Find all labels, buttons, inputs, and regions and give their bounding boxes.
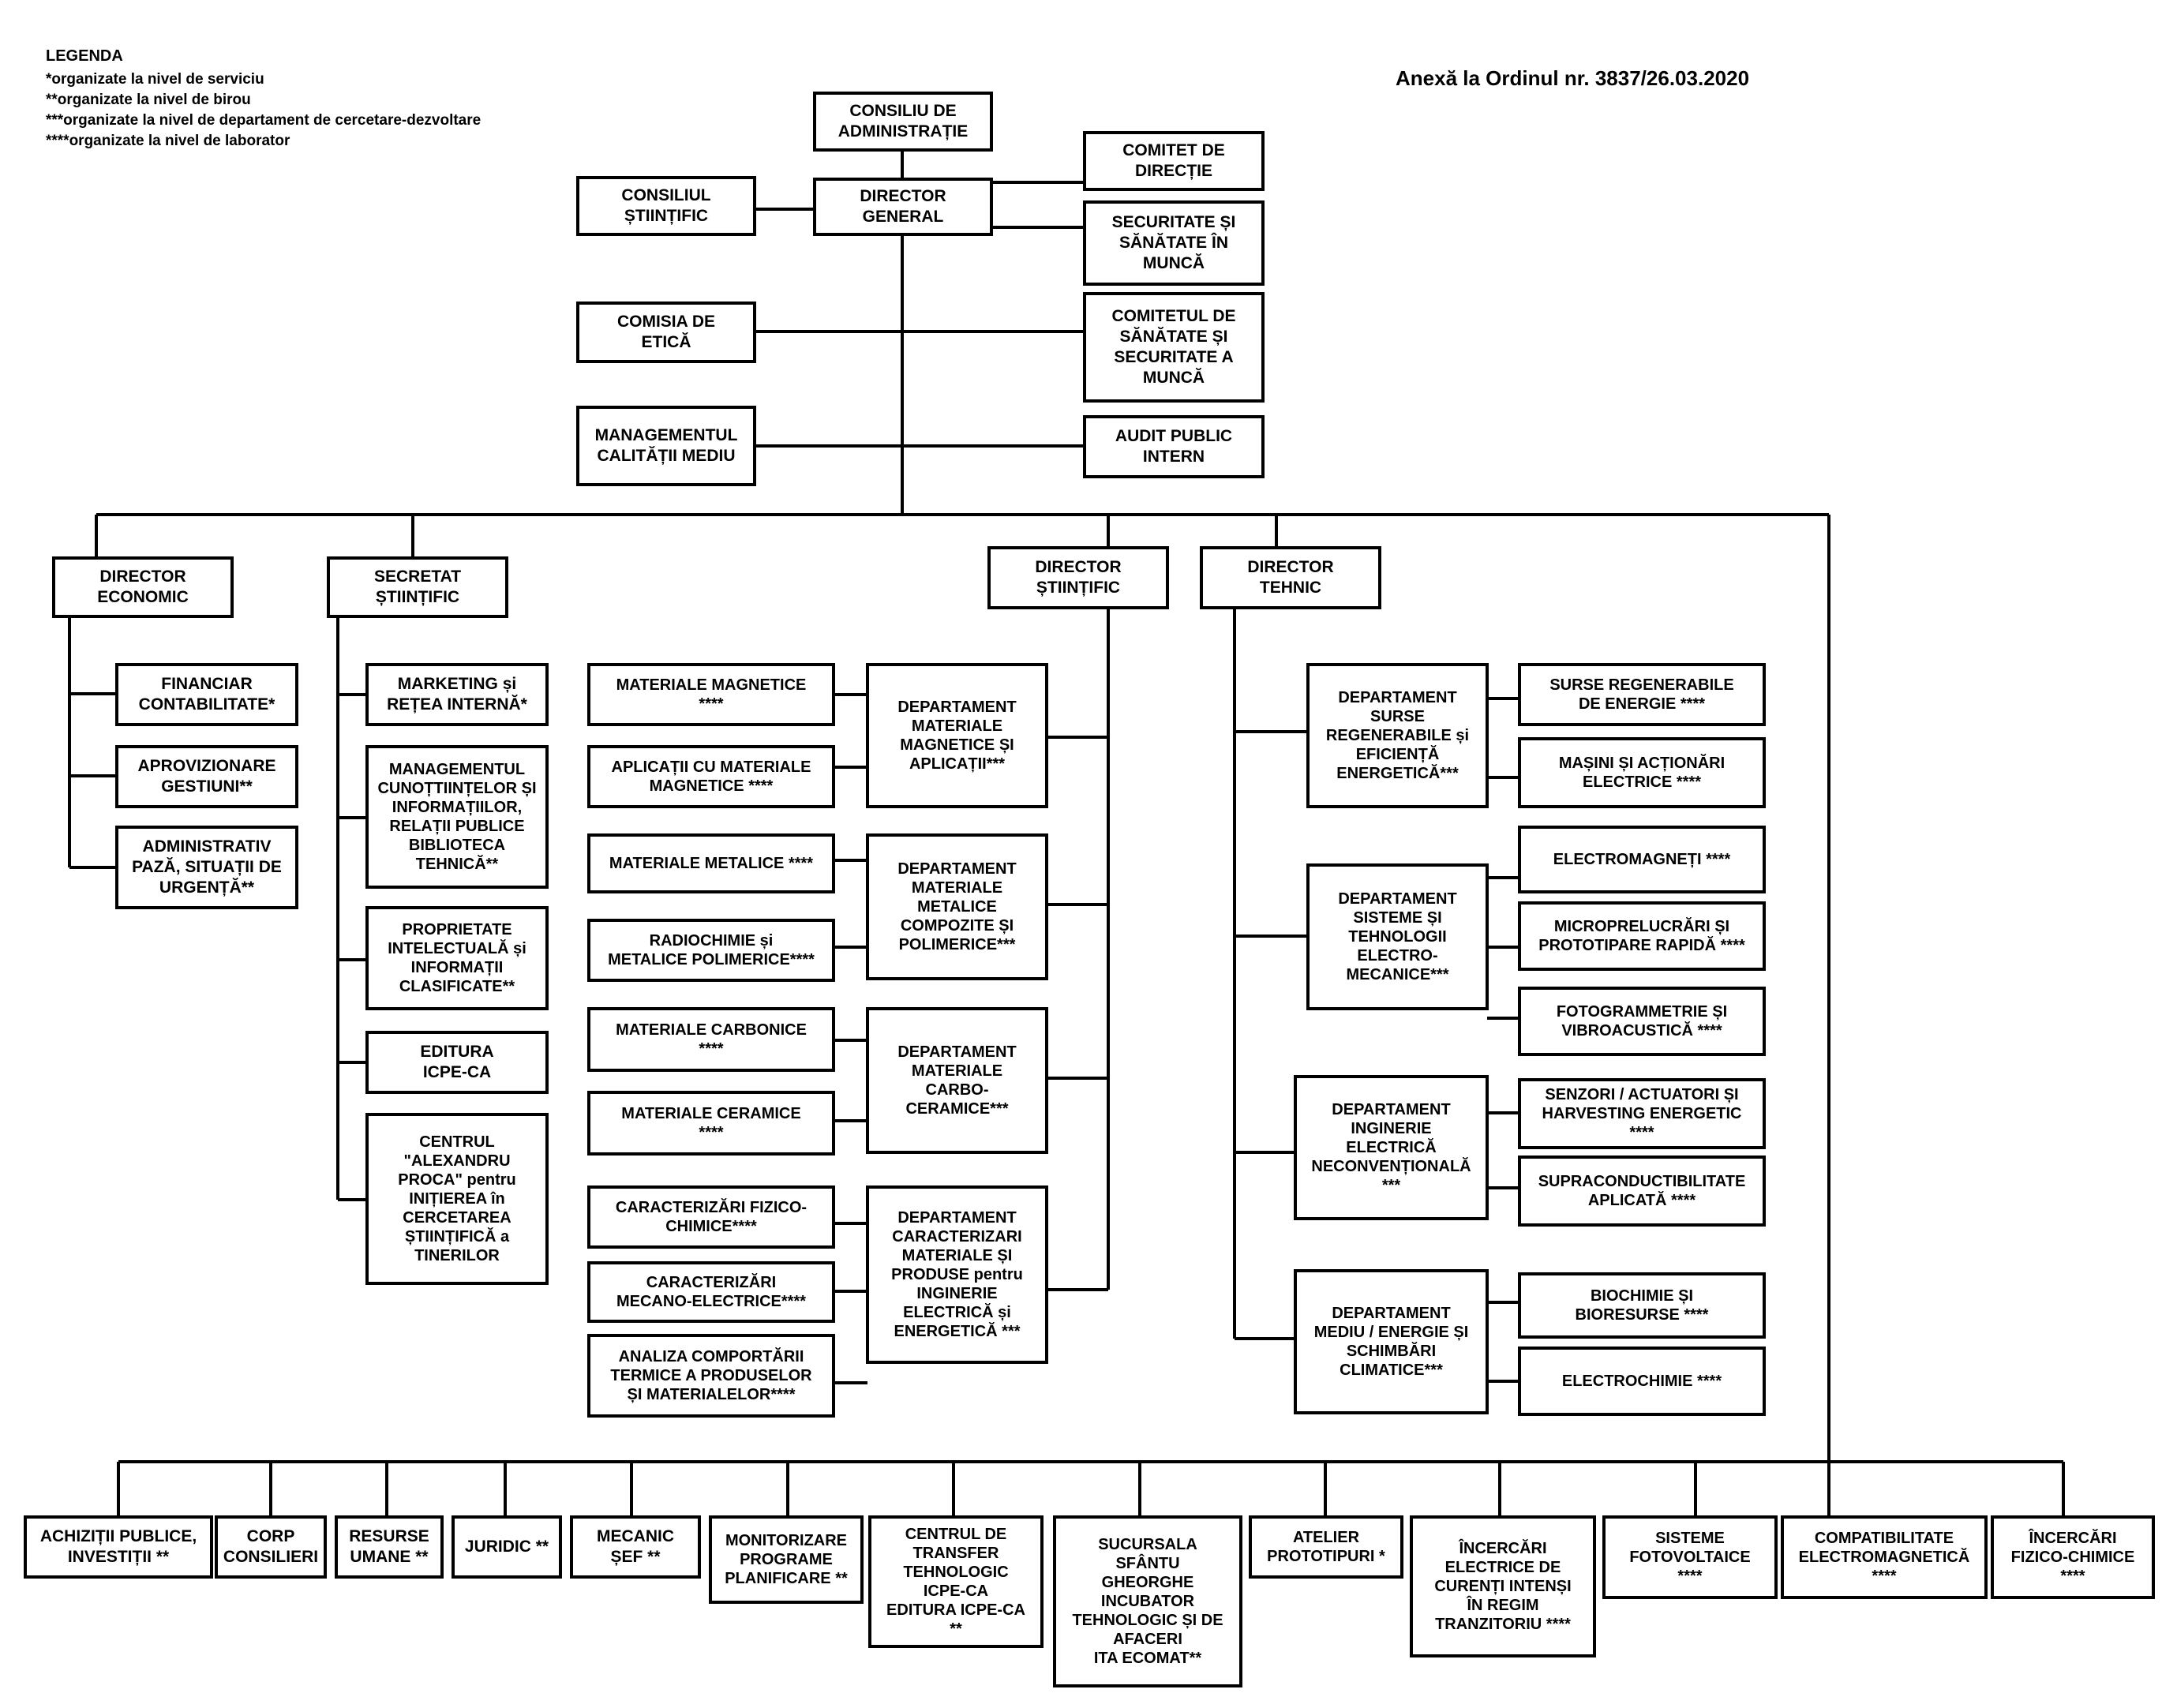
box-departament-magnetice: DEPARTAMENT MATERIALE MAGNETICE ȘI APLIC… (866, 663, 1048, 808)
box-microprelucrari: MICROPRELUCRĂRI ȘI PROTOTIPARE RAPIDĂ **… (1518, 901, 1766, 971)
legend-item: *organizate la nivel de serviciu (46, 71, 264, 88)
box-comisia-etica: COMISIA DE ETICĂ (576, 302, 756, 363)
box-centrul-proca: CENTRUL "ALEXANDRU PROCA" pentru INIȚIER… (365, 1113, 549, 1285)
legend-item: ***organizate la nivel de departament de… (46, 112, 481, 129)
box-financiar-contabilitate: FINANCIAR CONTABILITATE* (115, 663, 298, 726)
box-departament-mediu: DEPARTAMENT MEDIU / ENERGIE ȘI SCHIMBĂRI… (1294, 1269, 1489, 1414)
box-secretariat-stiintific: SECRETAT ȘTIINȚIFIC (327, 556, 508, 618)
box-proprietate-intelectuala: PROPRIETATE INTELECTUALĂ și INFORMAȚII C… (365, 906, 549, 1010)
box-centrul-transfer: CENTRUL DE TRANSFER TEHNOLOGIC ICPE-CA E… (868, 1515, 1044, 1648)
box-departament-surse-regenerabile: DEPARTAMENT SURSE REGENERABILE și EFICIE… (1306, 663, 1489, 808)
box-resurse-umane: RESURSE UMANE ** (335, 1515, 444, 1579)
box-departament-caracterizari: DEPARTAMENT CARACTERIZARI MATERIALE ȘI P… (866, 1185, 1048, 1364)
box-director-tehnic: DIRECTOR TEHNIC (1200, 546, 1381, 609)
box-director-stiintific: DIRECTOR ȘTIINȚIFIC (987, 546, 1169, 609)
box-comitet-directie: COMITET DE DIRECȚIE (1083, 131, 1265, 191)
box-administrativ: ADMINISTRATIV PAZĂ, SITUAȚII DE URGENȚĂ*… (115, 826, 298, 909)
box-director-general: DIRECTOR GENERAL (813, 178, 993, 236)
box-managementul-cunostintelor: MANAGEMENTUL CUNOȚTIINȚELOR ȘI INFORMAȚI… (365, 745, 549, 889)
box-incercari-electrice: ÎNCERCĂRI ELECTRICE DE CURENȚI INTENȘI Î… (1410, 1515, 1596, 1657)
box-departament-inginerie: DEPARTAMENT INGINERIE ELECTRICĂ NECONVEN… (1294, 1075, 1489, 1220)
box-materiale-metalice: MATERIALE METALICE **** (587, 833, 835, 893)
box-surse-regenerabile: SURSE REGENERABILE DE ENERGIE **** (1518, 663, 1766, 726)
box-supraconductibilitate: SUPRACONDUCTIBILITATE APLICATĂ **** (1518, 1156, 1766, 1227)
box-editura: EDITURA ICPE-CA (365, 1031, 549, 1094)
box-marketing: MARKETING și REȚEA INTERNĂ* (365, 663, 549, 726)
box-aprovizionare-gestiuni: APROVIZIONARE GESTIUNI** (115, 745, 298, 808)
legend-item: ****organizate la nivel de laborator (46, 133, 290, 149)
box-sisteme-fotovoltaice: SISTEME FOTOVOLTAICE **** (1602, 1515, 1778, 1599)
box-analiza-comportarii: ANALIZA COMPORTĂRII TERMICE A PRODUSELOR… (587, 1334, 835, 1418)
box-aplicatii-magnetice: APLICAȚII CU MATERIALE MAGNETICE **** (587, 745, 835, 808)
legend: LEGENDA *organizate la nivel de serviciu… (46, 46, 481, 152)
box-atelier-prototipuri: ATELIER PROTOTIPURI * (1249, 1515, 1403, 1579)
box-consiliu-administratie: CONSILIU DE ADMINISTRAȚIE (813, 92, 993, 152)
legend-title: LEGENDA (46, 47, 123, 65)
box-departament-carbo-ceramice: DEPARTAMENT MATERIALE CARBO- CERAMICE*** (866, 1007, 1048, 1154)
box-electromagneti: ELECTROMAGNEȚI **** (1518, 826, 1766, 893)
box-departament-metalice: DEPARTAMENT MATERIALE METALICE COMPOZITE… (866, 833, 1048, 980)
box-consiliul-stiintific: CONSILIUL ȘTIINȚIFIC (576, 176, 756, 236)
box-radiochimie: RADIOCHIMIE și METALICE POLIMERICE**** (587, 919, 835, 982)
box-masini-actionari: MAȘINI ȘI ACȚIONĂRI ELECTRICE **** (1518, 737, 1766, 808)
box-achizitii-publice: ACHIZIȚII PUBLICE, INVESTIȚII ** (24, 1515, 213, 1579)
box-management-calitate: MANAGEMENTUL CALITĂȚII MEDIU (576, 406, 756, 486)
box-incercari-fizico-chimice: ÎNCERCĂRI FIZICO-CHIMICE **** (1991, 1515, 2155, 1599)
box-materiale-ceramice: MATERIALE CERAMICE **** (587, 1091, 835, 1156)
box-materiale-carbonice: MATERIALE CARBONICE **** (587, 1007, 835, 1072)
box-materiale-magnetice: MATERIALE MAGNETICE **** (587, 663, 835, 726)
legend-item: **organizate la nivel de birou (46, 92, 251, 108)
box-caracterizari-mecano-electrice: CARACTERIZĂRI MECANO-ELECTRICE**** (587, 1261, 835, 1323)
box-director-economic: DIRECTOR ECONOMIC (52, 556, 234, 618)
box-compatibilitate-electromagnetica: COMPATIBILITATE ELECTROMAGNETICĂ **** (1781, 1515, 1988, 1599)
box-caracterizari-fizico-chimice: CARACTERIZĂRI FIZICO- CHIMICE**** (587, 1185, 835, 1249)
box-fotogrammetrie: FOTOGRAMMETRIE ȘI VIBROACUSTICĂ **** (1518, 987, 1766, 1056)
annex-title: Anexă la Ordinul nr. 3837/26.03.2020 (1396, 66, 1750, 90)
box-senzori-actuatori: SENZORI / ACTUATORI ȘI HARVESTING ENERGE… (1518, 1078, 1766, 1149)
box-mecanic-sef: MECANIC ȘEF ** (570, 1515, 701, 1579)
box-biochimie: BIOCHIMIE ȘI BIORESURSE **** (1518, 1272, 1766, 1339)
box-electrochimie: ELECTROCHIMIE **** (1518, 1347, 1766, 1416)
box-monitorizare-programe: MONITORIZARE PROGRAME PLANIFICARE ** (709, 1515, 864, 1604)
box-securitate-sanatate: SECURITATE ȘI SĂNĂTATE ÎN MUNCĂ (1083, 200, 1265, 286)
box-sucursala: SUCURSALA SFÂNTU GHEORGHE INCUBATOR TEHN… (1053, 1515, 1242, 1687)
box-audit-public: AUDIT PUBLIC INTERN (1083, 415, 1265, 478)
box-juridic: JURIDIC ** (452, 1515, 562, 1579)
box-comitetul-sanatate: COMITETUL DE SĂNĂTATE ȘI SECURITATE A MU… (1083, 292, 1265, 403)
box-departament-sisteme: DEPARTAMENT SISTEME ȘI TEHNOLOGII ELECTR… (1306, 863, 1489, 1010)
box-corp-consilieri: CORP CONSILIERI (215, 1515, 327, 1579)
